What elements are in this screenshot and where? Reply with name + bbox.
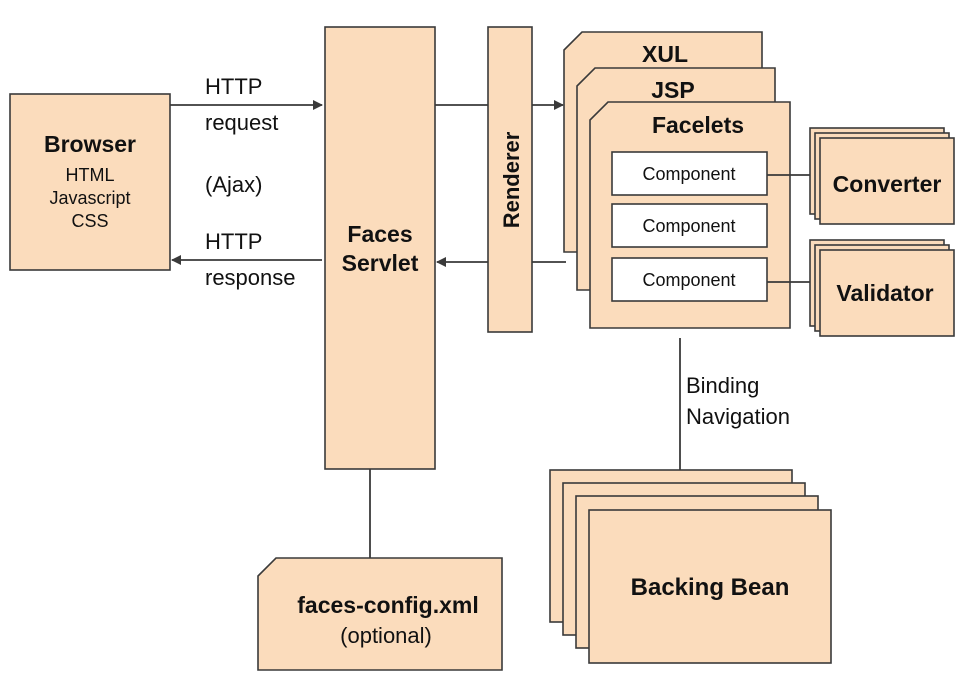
browser-box: Browser HTML Javascript CSS: [9, 93, 171, 271]
component-box: Component: [611, 203, 768, 248]
component-label: Component: [642, 216, 735, 236]
renderer-box: Renderer: [487, 26, 533, 333]
ajax-label: (Ajax): [205, 172, 262, 197]
faces-config-document: faces-config.xml (optional): [257, 557, 503, 671]
validator-stack: Validator: [809, 239, 955, 337]
faces-servlet-box: Faces Servlet: [324, 26, 436, 470]
navigation-label: Navigation: [686, 404, 790, 429]
request-label-http: HTTP: [205, 74, 262, 99]
converter-label: Converter: [833, 171, 942, 197]
component-label: Component: [642, 164, 735, 184]
xul-label: XUL: [642, 41, 688, 67]
browser-line-javascript: Javascript: [49, 188, 130, 208]
component-label: Component: [642, 270, 735, 290]
renderer-label: Renderer: [499, 131, 524, 228]
browser-title: Browser: [44, 131, 136, 157]
jsp-label: JSP: [651, 77, 694, 103]
binding-label: Binding: [686, 373, 759, 398]
backing-bean-stack: Backing Bean: [549, 469, 832, 664]
facelets-label: Facelets: [652, 112, 744, 138]
component-box: Component: [611, 151, 768, 196]
validator-label: Validator: [836, 280, 933, 306]
config-optional: (optional): [340, 623, 432, 648]
config-filename: faces-config.xml: [297, 592, 479, 618]
converter-stack: Converter: [809, 127, 955, 225]
request-label-request: request: [205, 110, 278, 135]
response-label-http: HTTP: [205, 229, 262, 254]
servlet-line2: Servlet: [342, 250, 419, 276]
browser-line-css: CSS: [71, 211, 108, 231]
response-label-response: response: [205, 265, 296, 290]
servlet-line1: Faces: [347, 221, 412, 247]
browser-line-html: HTML: [66, 165, 115, 185]
backing-bean-label: Backing Bean: [631, 574, 790, 601]
component-box: Component: [611, 257, 768, 302]
